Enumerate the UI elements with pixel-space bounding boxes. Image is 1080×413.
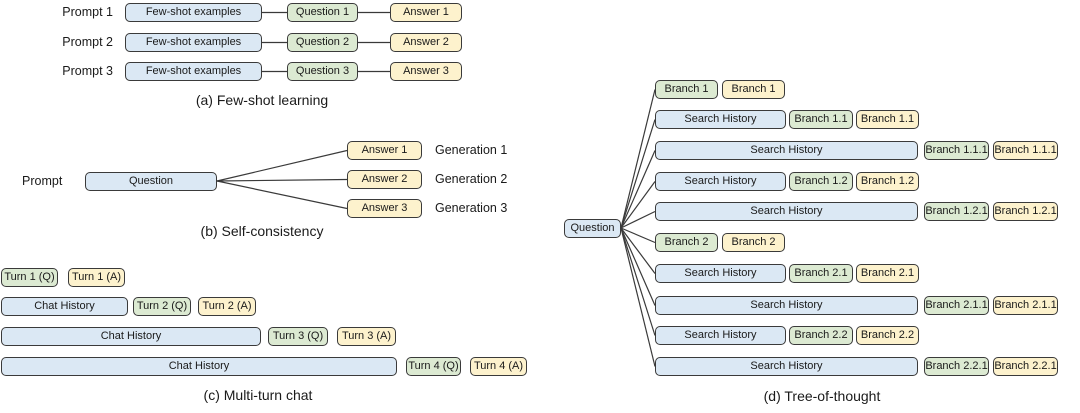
connector-line — [216, 178, 348, 182]
generation-label: Generation 1 — [435, 143, 508, 157]
search-history-box: Search History — [655, 326, 786, 345]
generation-label: Generation 2 — [435, 172, 508, 186]
search-history-box: Search History — [655, 264, 786, 283]
search-history-box: Search History — [655, 141, 918, 160]
turn-answer-box: Turn 4 (A) — [470, 357, 527, 376]
connector-line — [620, 227, 656, 274]
branch-answer-box: Branch 1.1.1 — [993, 141, 1058, 160]
connector-line — [620, 227, 656, 367]
branch-question-box: Branch 1 — [655, 80, 718, 99]
search-history-box: Search History — [655, 357, 918, 376]
few-shot-examples-box: Few-shot examples — [125, 3, 262, 22]
branch-question-box: Branch 1.2 — [789, 172, 853, 191]
answer-box: Answer 3 — [347, 199, 422, 218]
branch-answer-box: Branch 1 — [722, 80, 785, 99]
question-box: Question — [85, 172, 217, 191]
answer-box: Answer 1 — [390, 3, 462, 22]
prompt-row-label: Prompt 3 — [62, 64, 113, 78]
connector-line — [620, 227, 656, 336]
search-history-box: Search History — [655, 296, 918, 315]
question-box: Question 2 — [287, 33, 358, 52]
search-history-box: Search History — [655, 110, 786, 129]
branch-answer-box: Branch 2.1 — [856, 264, 919, 283]
chat-history-box: Chat History — [1, 327, 261, 346]
connector-line — [620, 119, 656, 229]
branch-question-box: Branch 2.1.1 — [924, 296, 989, 315]
turn-answer-box: Turn 2 (A) — [198, 297, 256, 316]
answer-box: Answer 2 — [347, 170, 422, 189]
branch-question-box: Branch 2.2.1 — [924, 357, 989, 376]
connector-line — [216, 149, 348, 182]
connector-line — [216, 180, 348, 210]
branch-question-box: Branch 2.2 — [789, 326, 853, 345]
question-box: Question 3 — [287, 62, 358, 81]
generation-label: Generation 3 — [435, 201, 508, 215]
answer-box: Answer 2 — [390, 33, 462, 52]
branch-answer-box: Branch 2.1.1 — [993, 296, 1058, 315]
turn-question-box: Turn 4 (Q) — [406, 357, 461, 376]
chat-history-box: Chat History — [1, 357, 397, 376]
turn-question-box: Turn 1 (Q) — [1, 268, 58, 287]
connector-line — [620, 210, 656, 229]
branch-answer-box: Branch 1.1 — [856, 110, 919, 129]
few-shot-examples-box: Few-shot examples — [125, 33, 262, 52]
branch-answer-box: Branch 2.2 — [856, 326, 919, 345]
branch-question-box: Branch 2 — [655, 233, 718, 252]
turn-answer-box: Turn 1 (A) — [68, 268, 125, 287]
turn-question-box: Turn 2 (Q) — [133, 297, 191, 316]
connector-line — [620, 89, 656, 229]
connector-line — [620, 227, 656, 244]
question-box: Question — [564, 219, 621, 238]
connector-line — [620, 227, 656, 306]
search-history-box: Search History — [655, 202, 918, 221]
caption-self-consistency: (b) Self-consistency — [200, 223, 324, 239]
prompt-label: Prompt — [22, 174, 63, 188]
connector-line — [620, 181, 656, 229]
branch-question-box: Branch 1.1 — [789, 110, 853, 129]
branch-answer-box: Branch 2 — [722, 233, 785, 252]
branch-answer-box: Branch 1.2 — [856, 172, 919, 191]
caption-few-shot: (a) Few-shot learning — [195, 92, 329, 108]
prompt-row-label: Prompt 1 — [62, 5, 113, 19]
answer-box: Answer 3 — [390, 62, 462, 81]
caption-multi-turn-chat: (c) Multi-turn chat — [203, 387, 313, 403]
search-history-box: Search History — [655, 172, 786, 191]
question-box: Question 1 — [287, 3, 358, 22]
chat-history-box: Chat History — [1, 297, 128, 316]
branch-question-box: Branch 2.1 — [789, 264, 853, 283]
answer-box: Answer 1 — [347, 141, 422, 160]
branch-question-box: Branch 1.2.1 — [924, 202, 989, 221]
turn-answer-box: Turn 3 (A) — [337, 327, 396, 346]
branch-answer-box: Branch 1.2.1 — [993, 202, 1058, 221]
caption-tree-of-thought: (d) Tree-of-thought — [763, 388, 881, 404]
branch-answer-box: Branch 2.2.1 — [993, 357, 1058, 376]
branch-question-box: Branch 1.1.1 — [924, 141, 989, 160]
few-shot-examples-box: Few-shot examples — [125, 62, 262, 81]
connector-line — [620, 150, 656, 229]
turn-question-box: Turn 3 (Q) — [268, 327, 328, 346]
prompt-row-label: Prompt 2 — [62, 35, 113, 49]
